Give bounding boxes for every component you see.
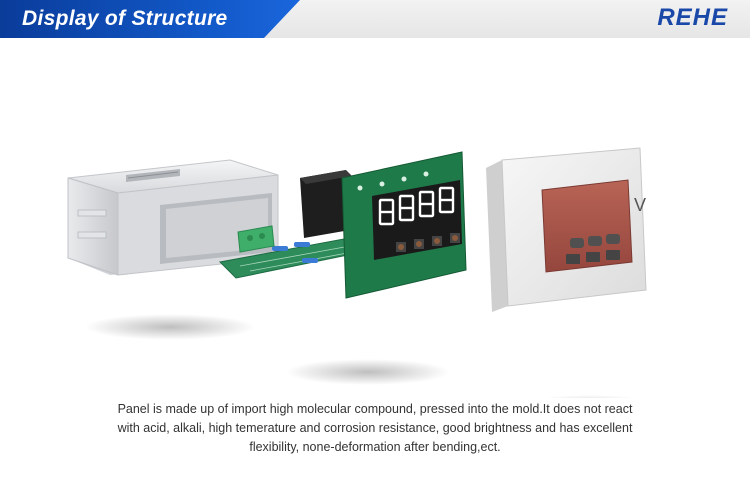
panel-buttons [566, 234, 620, 264]
floor-shadows [85, 314, 639, 398]
brand-logo: REHE [657, 4, 728, 31]
seven-segment-digits [378, 186, 455, 226]
resistors [272, 242, 318, 263]
front-panel: V [486, 147, 647, 312]
pcb-buttons [396, 233, 460, 252]
transformer [300, 170, 352, 238]
terminal-block [237, 225, 275, 253]
meter-housing [67, 159, 279, 276]
header-bar: Display of Structure REHE [0, 0, 750, 38]
description-line: with acid, alkali, high temerature and c… [117, 421, 633, 435]
description-text: Panel is made up of import high molecula… [60, 400, 690, 457]
section-title: Display of Structure [22, 7, 228, 30]
description-line: flexibility, none-deformation after bend… [249, 440, 501, 454]
unit-label: V [634, 195, 646, 215]
product-illustration: V [67, 147, 647, 398]
description-line: Panel is made up of import high molecula… [117, 402, 633, 416]
section-banner: Display of Structure [0, 0, 300, 38]
circuit-board [218, 151, 467, 299]
